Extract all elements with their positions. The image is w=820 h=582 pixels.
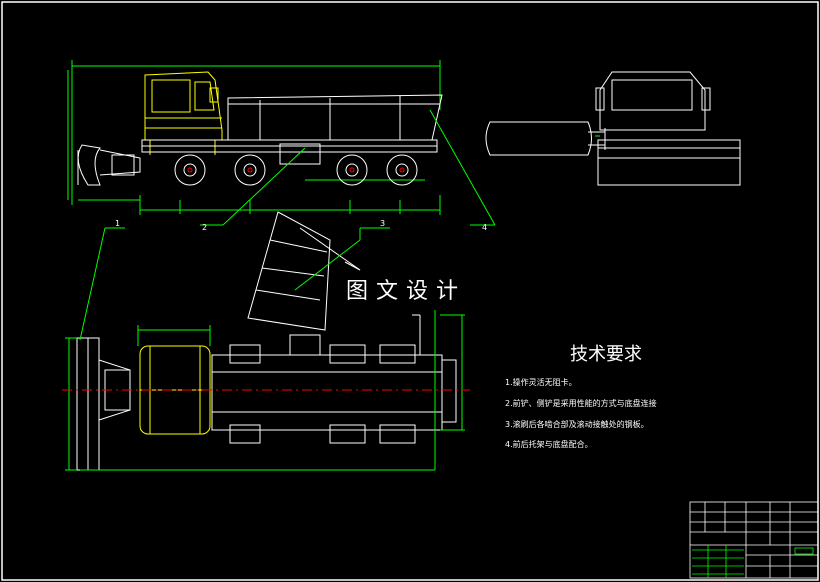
requirement-item: 2.前铲、侧铲是采用性能的方式与底盘连接 <box>505 398 657 408</box>
requirement-item: 3.滚刷后各啮合部及滚动接触处的钢板。 <box>505 419 649 429</box>
leader-label-2: 2 <box>202 223 207 232</box>
chassis-frame <box>141 139 438 165</box>
front-view <box>485 71 741 186</box>
truck-cab <box>144 71 223 155</box>
leader-label-1: 1 <box>115 219 120 228</box>
requirement-item: 1.操作灵活无阻卡。 <box>505 377 577 387</box>
watermark-text: 图文设计 <box>346 279 466 304</box>
title-block <box>689 501 819 579</box>
plan-chassis <box>211 314 457 444</box>
wheels <box>174 154 418 186</box>
plan-dimensions <box>65 227 465 471</box>
leader-label-3: 3 <box>380 219 385 228</box>
side-view-leaders <box>200 109 496 226</box>
side-view <box>67 60 496 226</box>
plan-raised-body <box>247 211 361 331</box>
dump-body <box>227 94 443 141</box>
plan-view <box>62 211 470 471</box>
front-plow <box>77 144 141 186</box>
wheel-hubs <box>187 167 405 173</box>
plan-plow-blade <box>76 337 131 471</box>
side-view-dimensions <box>67 60 441 215</box>
requirement-item: 4.前后托架与底盘配合。 <box>505 439 593 449</box>
leader-label-4: 4 <box>482 223 487 232</box>
requirements-title: 技术要求 <box>570 344 642 365</box>
